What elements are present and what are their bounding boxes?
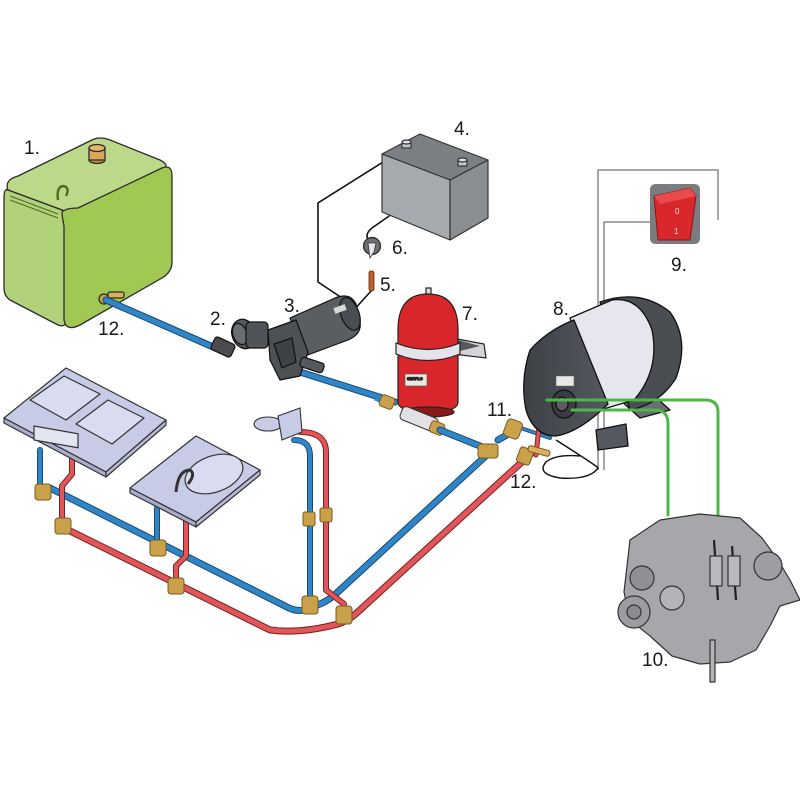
label-pump: 3. [284, 296, 300, 317]
label-pressure-switch: 6. [392, 238, 408, 259]
strainer [210, 318, 269, 358]
bathroom-sink [129, 435, 261, 528]
engine-coolant-lines [545, 398, 720, 517]
engine [617, 513, 800, 683]
heater-foot-front [595, 423, 629, 451]
label-heater-valve: 12. [510, 472, 536, 493]
rocker-switch: 0 1 [650, 184, 700, 244]
label-strainer: 2. [210, 309, 226, 330]
battery [381, 133, 489, 241]
label-fuse: 5. [380, 275, 396, 296]
label-tank-valve: 12. [98, 319, 124, 340]
tank-outlet-valve [98, 291, 125, 305]
heater-power-cable [542, 439, 599, 479]
pipe-fittings [34, 443, 499, 625]
switch-on-mark: 1 [674, 227, 679, 236]
label-non-return-valve: 11. [487, 400, 512, 421]
switch-off-mark: 0 [675, 207, 680, 216]
non-return-valve [503, 418, 523, 440]
label-battery: 4. [454, 119, 470, 140]
battery-terminal-negative [401, 139, 412, 149]
accumulator-brand-label: SEAFLO [407, 376, 423, 381]
label-engine: 10. [642, 650, 668, 671]
pressure-switch [362, 236, 382, 260]
fuse [368, 270, 375, 292]
galley-double-sink [3, 367, 167, 478]
shower-mixer [253, 407, 303, 441]
label-water-heater: 8. [553, 299, 569, 320]
label-accumulator: 7. [462, 304, 478, 325]
heater-band [569, 298, 655, 411]
tank-front-face [61, 166, 173, 329]
label-rocker-switch: 9. [671, 255, 687, 276]
cold-supply-pipe [102, 296, 224, 354]
heater-valve [516, 445, 551, 466]
component-labels: 1. 2. 3. 4. 5. 6. 7. 8. 9. 10. 11. 12. 1… [24, 119, 687, 671]
tank-vent-hook [56, 184, 69, 201]
cold-pressure-pipe [296, 368, 399, 406]
tank-filler-cap [88, 143, 106, 165]
water-tank [3, 137, 173, 329]
battery-terminal-positive [457, 157, 468, 167]
water-pump [267, 295, 361, 381]
label-tank: 1. [24, 138, 40, 159]
battery-right [449, 159, 489, 241]
accumulator-tee [374, 394, 446, 436]
water-heater [523, 296, 683, 451]
